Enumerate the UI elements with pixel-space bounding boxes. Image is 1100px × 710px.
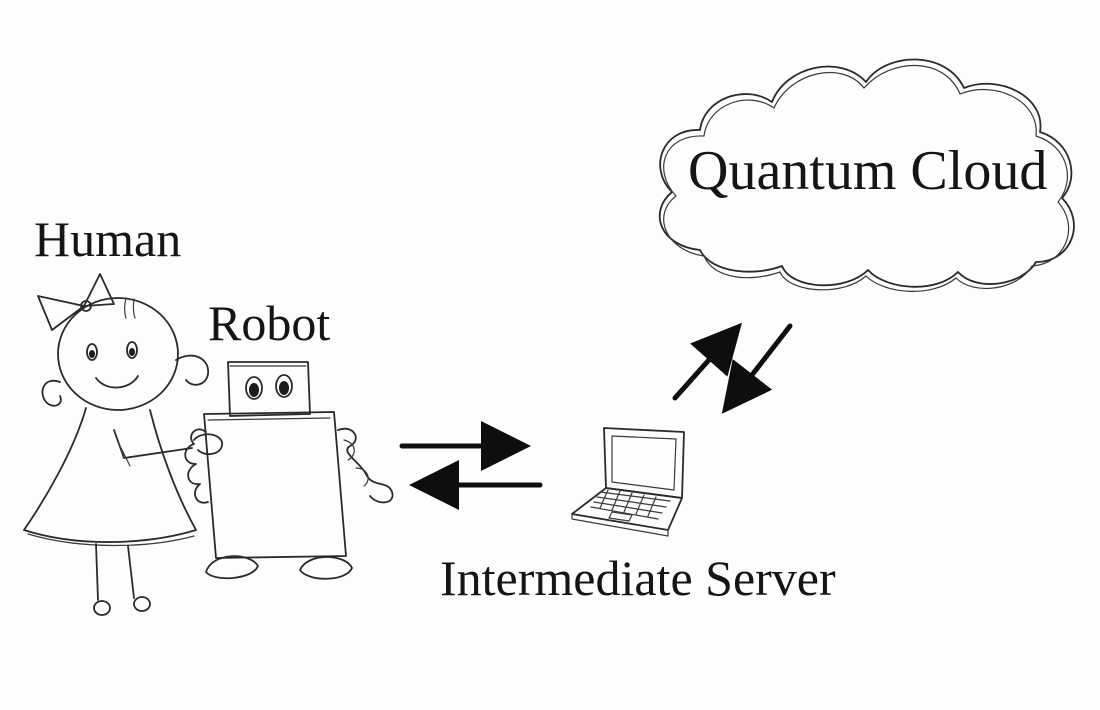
arrow-cloud-to-server — [721, 323, 793, 414]
robot-label: Robot — [208, 295, 331, 351]
girl-sketch-icon — [23, 273, 209, 616]
human-label: Human — [34, 211, 182, 267]
arrow-server-to-cloud — [672, 322, 742, 401]
robot-sketch-icon — [184, 361, 394, 580]
intermediate-server-label: Intermediate Server — [440, 550, 836, 606]
cloud-sketch-icon — [658, 58, 1075, 292]
laptop-sketch-icon — [571, 427, 685, 537]
quantum-cloud-label: Quantum Cloud — [688, 140, 1048, 202]
